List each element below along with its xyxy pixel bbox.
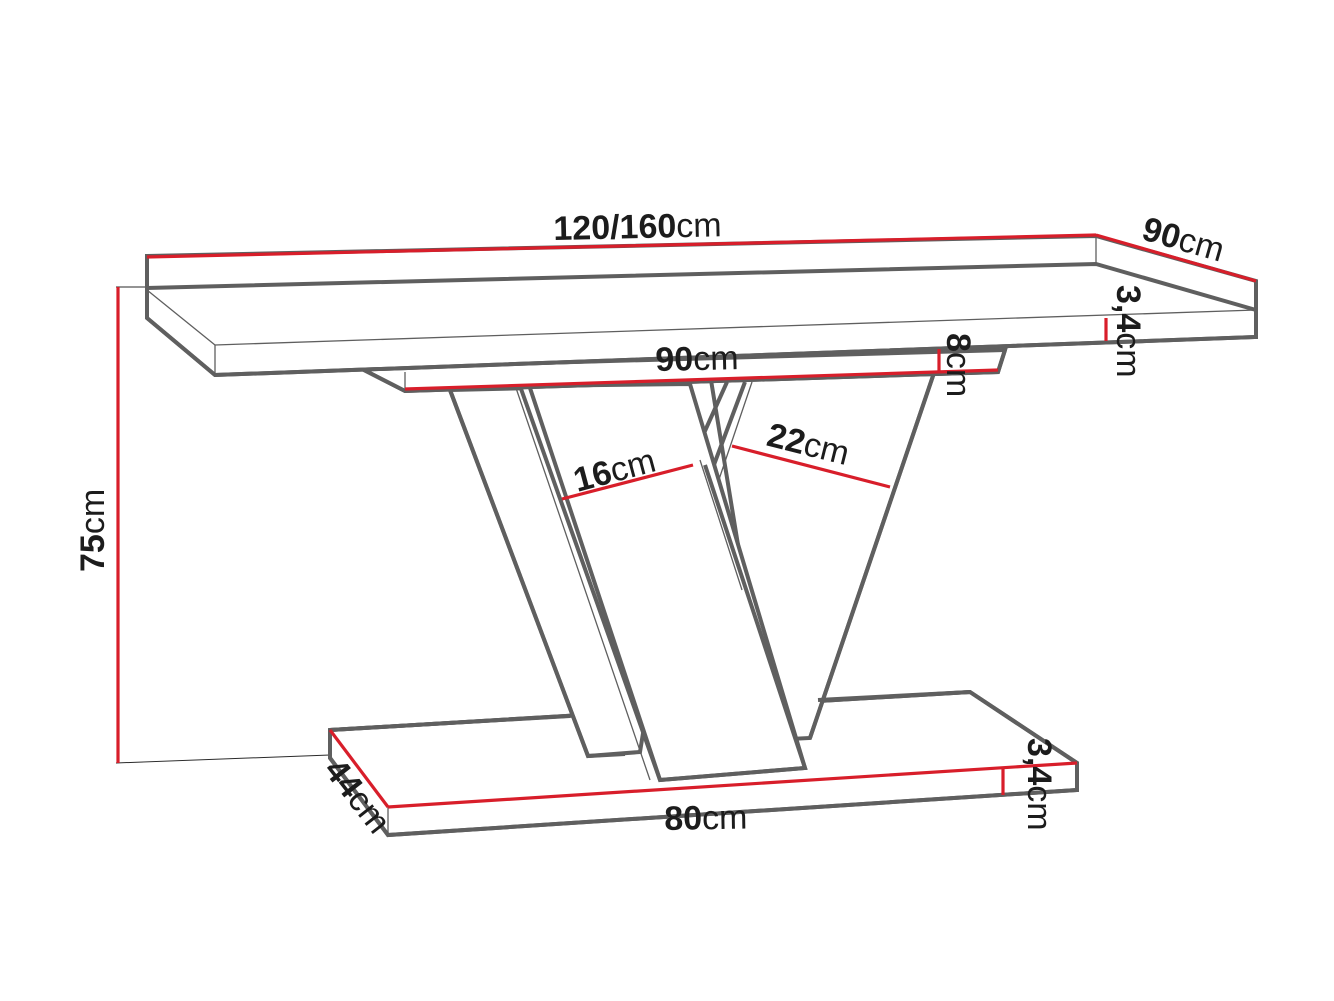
label-total-height: 75cm bbox=[74, 488, 112, 572]
dimension-lines bbox=[116, 233, 1257, 809]
dim-base-length bbox=[387, 761, 1078, 809]
label-apron-length: 90cm bbox=[654, 339, 739, 379]
dim-apron-length bbox=[404, 368, 999, 391]
label-apron-height: 8cm bbox=[939, 333, 977, 398]
label-top-length: 120/160cm bbox=[552, 206, 723, 248]
label-top-thickness: 3,4cm bbox=[1109, 285, 1147, 378]
label-base-length: 80cm bbox=[663, 798, 748, 838]
dim-top-length bbox=[146, 233, 1097, 259]
label-base-thickness: 3,4cm bbox=[1020, 738, 1058, 831]
dim-base-depth bbox=[328, 729, 390, 808]
dim-leg-rear bbox=[731, 444, 891, 489]
base-rear-edges bbox=[329, 690, 971, 732]
dim-top-depth bbox=[1095, 233, 1257, 283]
dim-leg-front bbox=[561, 463, 694, 501]
